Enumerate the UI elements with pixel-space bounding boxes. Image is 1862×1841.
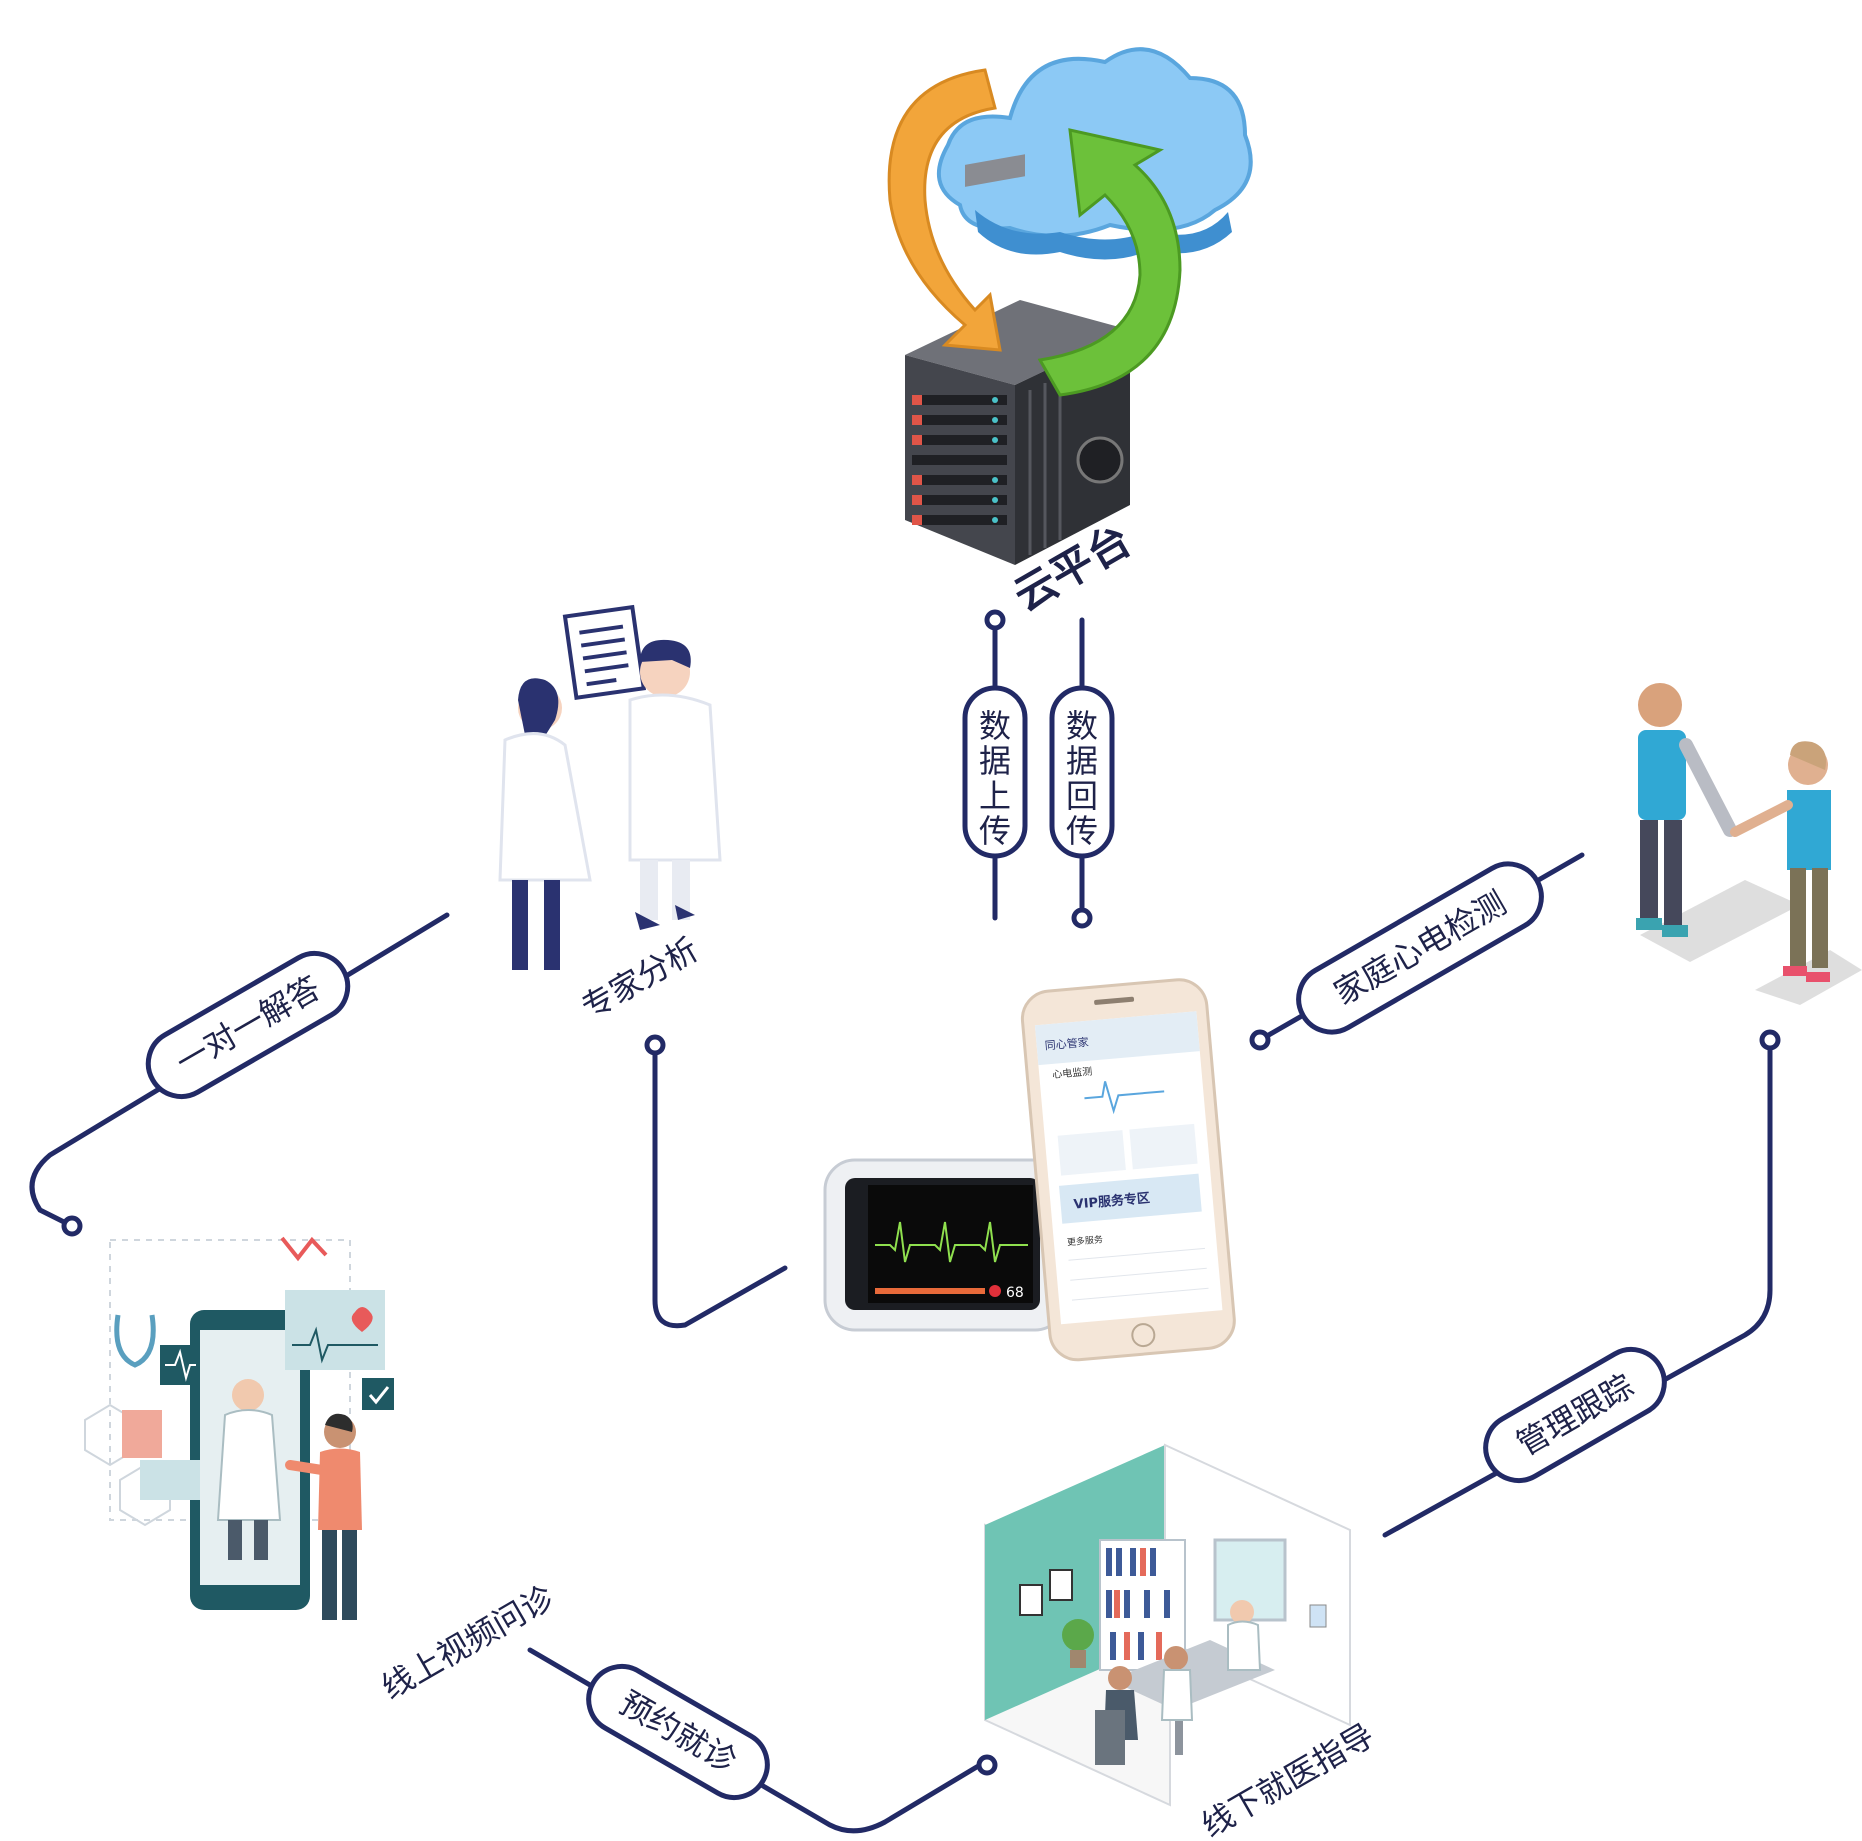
return-arrow-icon [1037, 128, 1182, 397]
stethoscope-icon [114, 1314, 156, 1368]
data-return-pill: 数 据 回 传 [1049, 685, 1115, 859]
data-return-char-3: 回 [1066, 777, 1098, 815]
home-ecg-pill: 家庭心电检测 [1296, 861, 1544, 1035]
document-icon [562, 604, 647, 701]
appointment-pill: 预约就诊 [586, 1664, 770, 1800]
data-upload-char-2: 据 [979, 742, 1011, 780]
connector-dots [61, 609, 1781, 1776]
clinic-room-illustration [984, 1443, 1351, 1807]
data-return-char-4: 传 [1066, 812, 1098, 850]
experts-illustration [498, 604, 722, 970]
data-return-char-2: 据 [1066, 742, 1098, 780]
heart-rate-value: 68 [1006, 1285, 1024, 1301]
one-to-one-answer-pill: 一对一解答 [145, 951, 351, 1099]
data-upload-char-3: 上 [979, 777, 1011, 815]
offline-guidance-label: 线下就医指导 [1195, 1716, 1380, 1841]
server-icon [905, 154, 1130, 565]
upload-arrow-icon [887, 68, 1002, 352]
cloud-server-illustration [887, 47, 1253, 565]
heart-icon [351, 1307, 373, 1332]
check-icon [368, 1386, 390, 1405]
expert-analysis-label: 专家分析 [575, 930, 705, 1027]
telemedicine-illustration [84, 1236, 394, 1620]
more-services-label: 更多服务 [1066, 1233, 1103, 1248]
data-return-char-1: 数 [1066, 707, 1098, 745]
ecg-monitor-label: 心电监测 [1052, 1065, 1093, 1081]
management-pill: 管理跟踪 [1483, 1347, 1667, 1483]
app-name: 同心管家 [1044, 1035, 1089, 1053]
data-upload-char-4: 传 [979, 812, 1011, 850]
couple-illustration [1636, 683, 1862, 1005]
vip-zone-label: VIP服务专区 [1073, 1190, 1151, 1213]
online-video-label: 线上视频问诊 [375, 1578, 560, 1707]
ecg-device: 68 [823, 1158, 1090, 1332]
smartphone: 同心管家 心电监测 VIP服务专区 更多服务 [1020, 978, 1236, 1362]
data-upload-pill: 数 据 上 传 [962, 685, 1028, 859]
data-upload-char-1: 数 [979, 707, 1011, 745]
